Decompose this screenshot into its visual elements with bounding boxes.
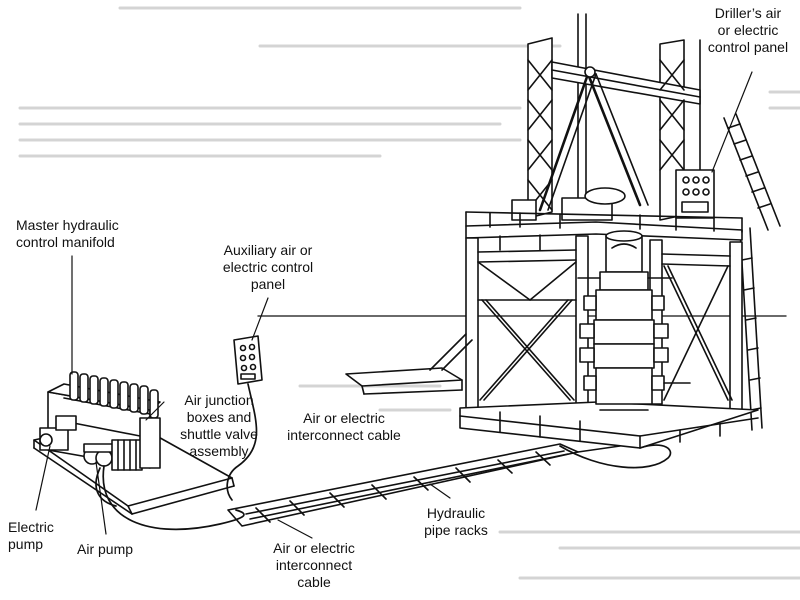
- leader-air-pump: [95, 461, 107, 535]
- label-air-junction-boxes: Air junction boxes and shuttle valve ass…: [180, 392, 258, 459]
- leader-hydraulic-racks: [429, 483, 451, 499]
- label-interconnect-cable-lower: Air or electric interconnect cable: [273, 540, 355, 590]
- label-interconnect-cable-upper: Air or electric interconnect cable: [287, 410, 401, 443]
- drilling-rig: [345, 13, 781, 449]
- aux-panel-cable: [226, 383, 258, 501]
- accumulator-bottles: [69, 371, 159, 419]
- hydraulic-pipe-racks: [227, 443, 621, 527]
- background-text-bleed: [18, 6, 800, 580]
- auxiliary-control-panel: [233, 335, 263, 385]
- label-auxiliary-control-panel: Auxiliary air or electric control panel: [222, 242, 314, 292]
- leader-aux-panel: [251, 297, 269, 341]
- label-hydraulic-pipe-racks: Hydraulic pipe racks: [424, 505, 488, 538]
- leader-junction-boxes: [145, 401, 165, 421]
- leader-lines: [35, 71, 753, 539]
- leader-electric-pump: [35, 445, 51, 511]
- catwalk-ramp: [345, 333, 473, 395]
- air-pump-unit: [83, 443, 115, 467]
- lower-interconnect-cable: [102, 465, 245, 531]
- label-drillers-control-panel: Driller’s air or electric control panel: [707, 5, 789, 55]
- label-air-pump: Air pump: [77, 541, 134, 557]
- bop-stack: [577, 230, 691, 411]
- label-electric-pump: Electric pump: [8, 519, 54, 552]
- cellar-base: [459, 401, 759, 449]
- label-master-hydraulic-manifold: Master hydraulic control manifold: [16, 217, 119, 250]
- drillers-control-panel: [675, 169, 715, 219]
- hydraulic-control-unit: [33, 255, 235, 515]
- leader-drillers-panel: [711, 71, 753, 173]
- electric-pump-unit: [39, 415, 77, 451]
- rig-interconnect-cable: [559, 444, 672, 469]
- rig-floor: [465, 187, 743, 241]
- leader-interconnect-lower: [277, 519, 313, 539]
